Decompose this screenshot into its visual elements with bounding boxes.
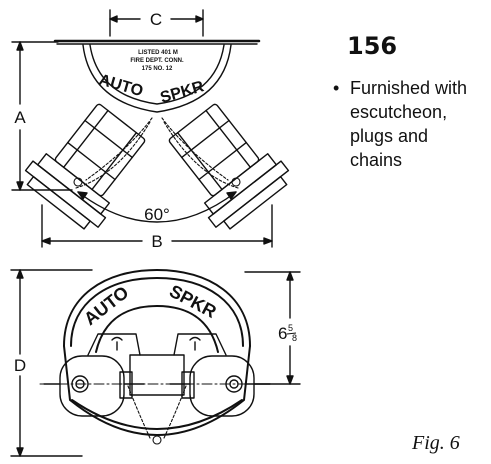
dimension-c-label: C	[150, 10, 162, 29]
wall-plate	[53, 39, 261, 45]
model-number: 156	[347, 32, 398, 60]
bullet-marker: •	[333, 78, 340, 98]
height-numerator: 5	[288, 323, 293, 333]
right-inlet-arm	[168, 103, 290, 230]
feature-text: Furnished with escutcheon, plugs and cha…	[350, 78, 468, 170]
dimension-d-label: D	[14, 356, 26, 375]
plate-line-3: 175 NO. 12	[142, 66, 173, 72]
dimension-c	[109, 9, 204, 37]
top-emblem-right: SPKR	[158, 78, 206, 107]
height-denominator: 8	[292, 333, 297, 343]
front-body	[87, 333, 227, 396]
body-dome	[82, 44, 232, 113]
front-emblem: AUTO SPKR	[80, 281, 220, 329]
dimension-a-label: A	[14, 108, 26, 127]
dimension-a	[11, 41, 73, 191]
top-view-plate: LISTED 401 M FIRE DEPT. CONN. 175 NO. 12…	[97, 50, 206, 107]
height-dimension-label: 6 5 8	[278, 323, 297, 343]
plate-line-1: LISTED 401 M	[138, 50, 178, 56]
dimension-b	[41, 204, 273, 248]
figure-label: Fig. 6	[412, 432, 460, 454]
top-emblem-left: AUTO	[97, 72, 145, 101]
front-chains	[127, 385, 187, 445]
dimension-d	[10, 269, 93, 457]
height-whole: 6	[278, 324, 287, 343]
angle-label: 60°	[144, 205, 170, 224]
left-inlet-arm	[24, 103, 146, 230]
dimension-b-label: B	[151, 232, 162, 251]
feature-bullet: • Furnished with escutcheon, plugs and c…	[333, 76, 483, 172]
angle-arc	[77, 191, 237, 223]
front-emblem-right: SPKR	[166, 281, 220, 322]
top-chains	[73, 117, 241, 189]
right-swivel-cap	[169, 355, 271, 417]
front-view	[10, 269, 301, 457]
plate-line-2: FIRE DEPT. CONN.	[130, 58, 184, 64]
top-view	[11, 9, 290, 248]
escutcheon-plate	[63, 269, 251, 436]
left-swivel-cap	[43, 355, 145, 417]
